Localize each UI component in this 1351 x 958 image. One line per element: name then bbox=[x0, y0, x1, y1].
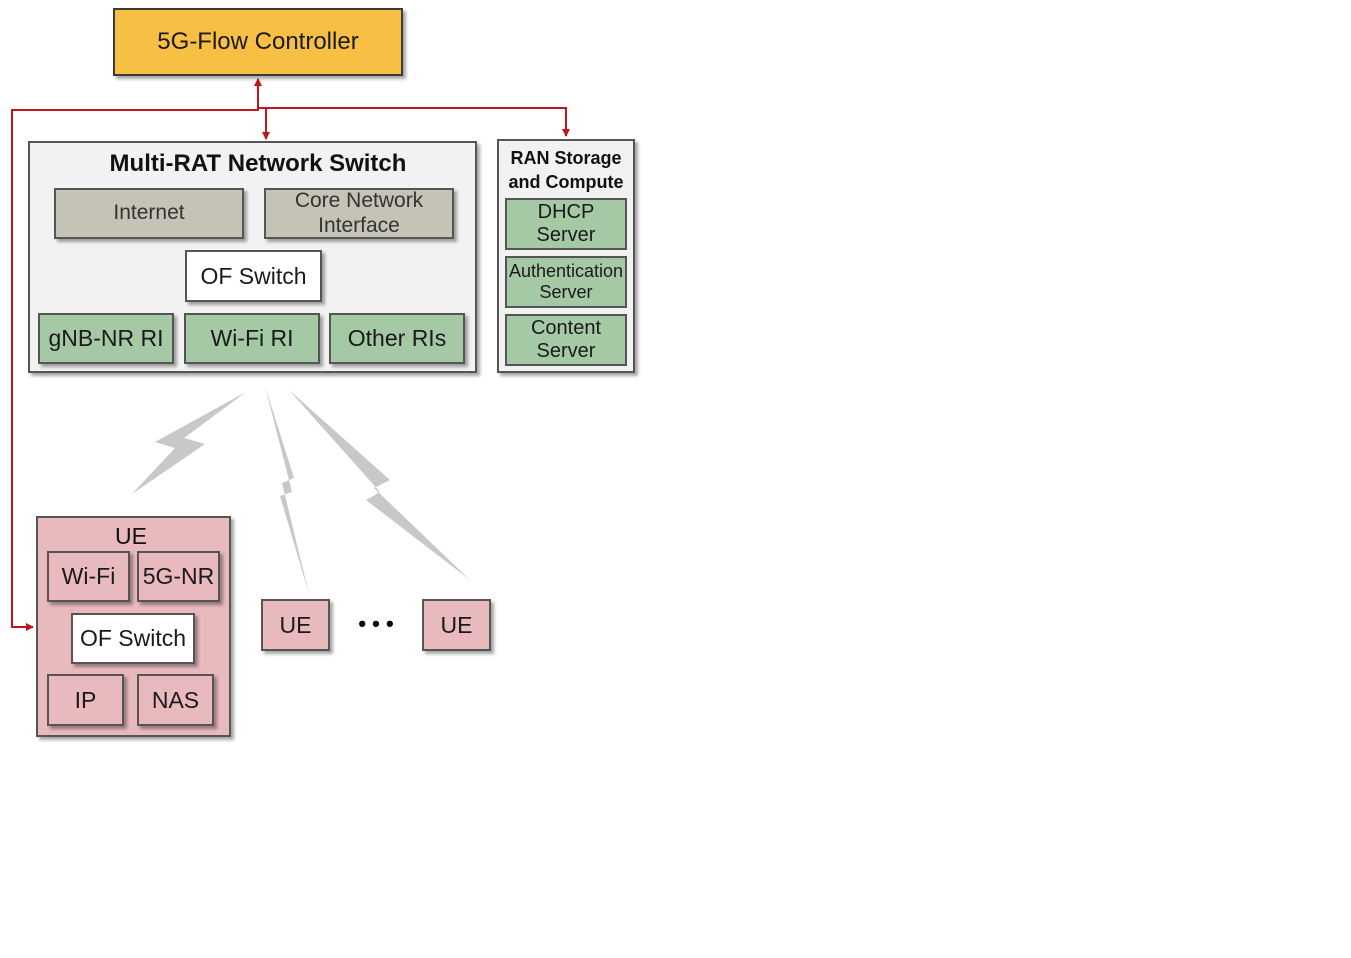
ue-nas-label: NAS bbox=[151, 686, 200, 713]
core-network-interface-label: Core Network Interface bbox=[294, 189, 424, 237]
ue-2-label: UE bbox=[279, 611, 312, 638]
ue-ip-label: IP bbox=[74, 686, 97, 713]
wireless-link-2-icon bbox=[265, 386, 309, 594]
dhcp-server-label: DHCP Server bbox=[536, 201, 596, 246]
of-switch-label: OF Switch bbox=[200, 262, 307, 289]
authentication-server-box: Authentication Server bbox=[505, 256, 627, 308]
ue-box-2: UE bbox=[261, 599, 330, 651]
other-ris-label: Other RIs bbox=[347, 325, 447, 352]
flow-controller-label: 5G-Flow Controller bbox=[157, 28, 359, 56]
ue-box-3: UE bbox=[422, 599, 491, 651]
ue-of-switch-box: OF Switch bbox=[71, 613, 195, 664]
ue-ellipsis: • • • bbox=[338, 604, 414, 644]
ue-link-line bbox=[11, 108, 259, 631]
other-ris-box: Other RIs bbox=[329, 313, 465, 364]
authentication-server-label: Authentication Server bbox=[508, 261, 624, 302]
flow-controller-box: 5G-Flow Controller bbox=[113, 8, 403, 76]
multi-rat-switch-title: Multi-RAT Network Switch bbox=[109, 150, 407, 177]
ellipsis-label: • • • bbox=[358, 611, 394, 637]
controller-bus-line bbox=[258, 107, 570, 137]
ue-5g-nr-label: 5G-NR bbox=[142, 563, 215, 590]
ue-wifi-label: Wi-Fi bbox=[61, 563, 116, 590]
dhcp-server-box: DHCP Server bbox=[505, 198, 627, 250]
wifi-ri-label: Wi-Fi RI bbox=[210, 325, 294, 352]
ue-wifi-box: Wi-Fi bbox=[47, 551, 130, 602]
ue-nas-box: NAS bbox=[137, 674, 214, 726]
core-network-interface-box: Core Network Interface bbox=[264, 188, 454, 239]
wireless-link-3-icon bbox=[289, 390, 470, 580]
ran-storage-title: RAN Storage and Compute bbox=[508, 148, 624, 193]
ue-3-label: UE bbox=[440, 611, 473, 638]
ue-ip-box: IP bbox=[47, 674, 124, 726]
wireless-link-1-icon bbox=[132, 392, 246, 494]
of-switch-box: OF Switch bbox=[185, 250, 322, 302]
internet-box: Internet bbox=[54, 188, 244, 239]
wifi-ri-box: Wi-Fi RI bbox=[184, 313, 320, 364]
content-server-box: Content Server bbox=[505, 314, 627, 366]
internet-label: Internet bbox=[113, 201, 185, 225]
content-server-label: Content Server bbox=[530, 317, 602, 362]
gnb-nr-ri-label: gNB-NR RI bbox=[48, 325, 164, 352]
ue-of-switch-label: OF Switch bbox=[79, 625, 187, 652]
ue-detail-title: UE bbox=[115, 523, 147, 549]
gnb-nr-ri-box: gNB-NR RI bbox=[38, 313, 174, 364]
ue-5g-nr-box: 5G-NR bbox=[137, 551, 220, 602]
